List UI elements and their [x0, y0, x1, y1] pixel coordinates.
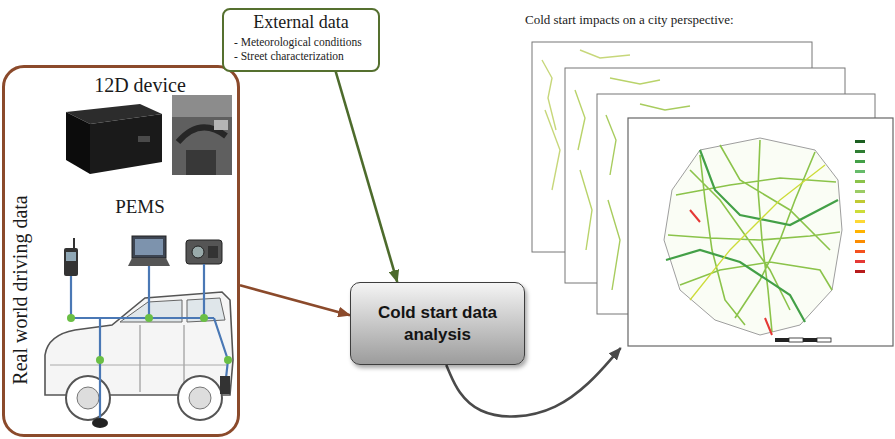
process-label: Cold start data analysis: [359, 302, 516, 345]
device-picture: [66, 104, 162, 174]
external-data-box: External data - Meteorological conditions…: [222, 8, 380, 72]
scale-bar: [775, 338, 831, 342]
map-legend-swatches: [855, 140, 865, 273]
process-box: Cold start data analysis: [350, 282, 525, 365]
panel-title: Real world driving data: [9, 195, 32, 384]
cabin-photo: [172, 95, 232, 175]
box-title: External data: [234, 12, 368, 33]
bullet-item: - Street characterization: [234, 49, 368, 63]
map-heading: Cold start impacts on a city perspective…: [525, 12, 893, 28]
bullet-item: - Meteorological conditions: [234, 35, 368, 49]
data-source-panel: Real world driving data 12D devicePEMS: [2, 65, 240, 437]
connector-arrow: [336, 72, 397, 282]
connector-arrow: [240, 285, 350, 315]
pems-label: PEMS: [45, 196, 235, 218]
car-illustration: [45, 236, 233, 428]
device-label: 12D device: [45, 74, 235, 97]
map-panel: Cold start impacts on a city perspective…: [525, 12, 893, 348]
map-stack: [532, 42, 893, 346]
